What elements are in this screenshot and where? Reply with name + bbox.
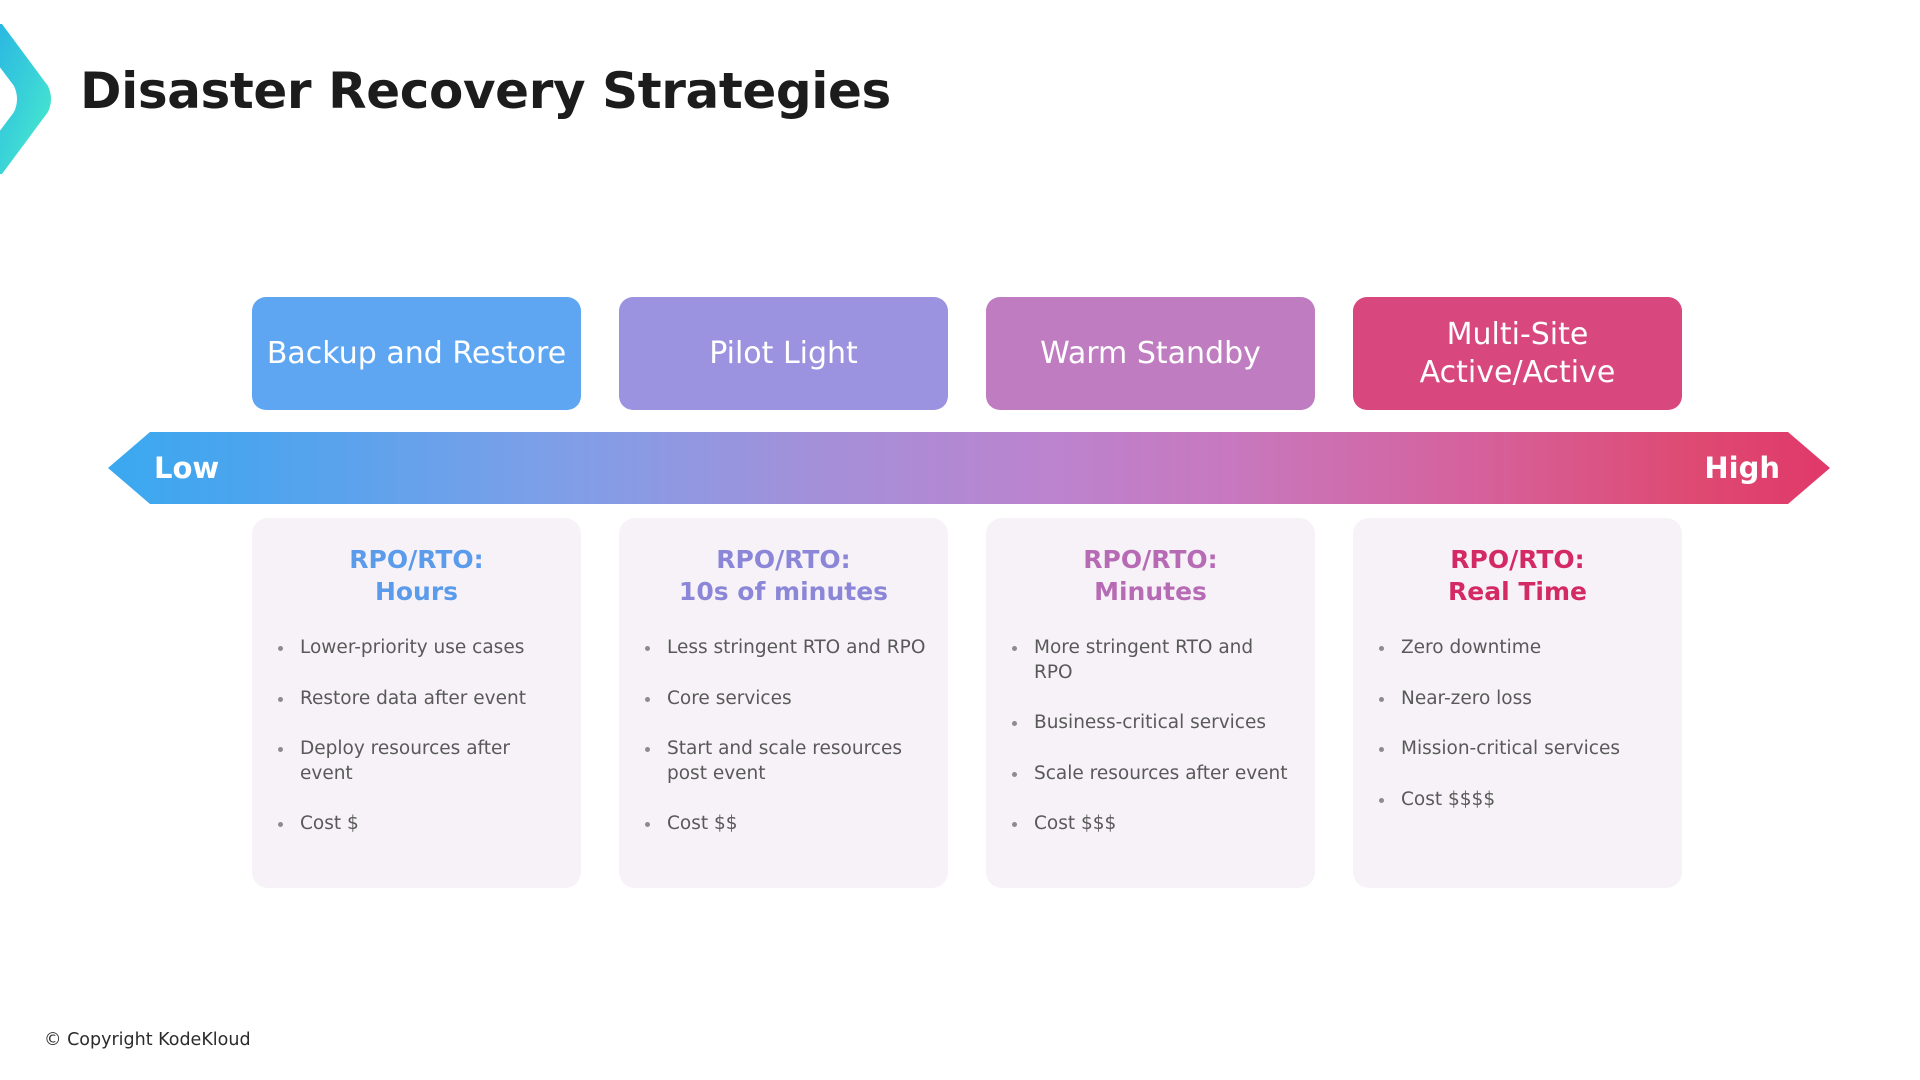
strategy-header-backup-and-restore[interactable]: Backup and Restore bbox=[252, 297, 581, 410]
rpo-rto-value: Minutes bbox=[1094, 577, 1207, 606]
card-title: RPO/RTO: Minutes bbox=[1008, 544, 1293, 608]
rpo-rto-label: RPO/RTO: bbox=[1450, 545, 1585, 574]
bullet-list: Zero downtime Near-zero loss Mission-cri… bbox=[1375, 636, 1660, 812]
bullet-list: Less stringent RTO and RPO Core services… bbox=[641, 636, 926, 837]
list-item: Lower-priority use cases bbox=[274, 636, 559, 661]
page-title: Disaster Recovery Strategies bbox=[80, 62, 891, 120]
card-title: RPO/RTO: 10s of minutes bbox=[641, 544, 926, 608]
list-item: Cost $$$$ bbox=[1375, 788, 1660, 813]
scale-gradient-shape bbox=[108, 432, 1830, 504]
strategy-card-pilot-light: RPO/RTO: 10s of minutes Less stringent R… bbox=[619, 518, 948, 888]
cost-complexity-scale-arrow: Low High bbox=[108, 432, 1830, 504]
scale-label-low: Low bbox=[154, 451, 220, 485]
strategy-name-line1: Pilot Light bbox=[709, 335, 858, 371]
list-item: Near-zero loss bbox=[1375, 687, 1660, 712]
list-item: Core services bbox=[641, 687, 926, 712]
scale-label-high: High bbox=[1704, 451, 1780, 485]
strategy-header-row: Backup and Restore Pilot Light Warm Stan… bbox=[252, 297, 1682, 410]
strategy-name-line1: Multi-Site bbox=[1446, 316, 1589, 352]
rpo-rto-value: Hours bbox=[374, 577, 459, 606]
strategy-name-line1: Warm Standby bbox=[1040, 335, 1261, 371]
strategy-card-multi-site-active-active: RPO/RTO: Real Time Zero downtime Near-ze… bbox=[1353, 518, 1682, 888]
strategy-header-warm-standby[interactable]: Warm Standby bbox=[986, 297, 1315, 410]
strategy-name-line2: Restore bbox=[452, 335, 567, 371]
copyright-footer: © Copyright KodeKloud bbox=[44, 1030, 251, 1050]
strategy-name-line1: Backup and bbox=[266, 335, 443, 371]
list-item: Start and scale resources post event bbox=[641, 737, 926, 786]
strategy-name-line2: Active/Active bbox=[1419, 354, 1616, 390]
list-item: Cost $$$ bbox=[1008, 812, 1293, 837]
strategy-header-multi-site-active-active[interactable]: Multi-Site Active/Active bbox=[1353, 297, 1682, 410]
list-item: Cost $$ bbox=[641, 812, 926, 837]
rpo-rto-label: RPO/RTO: bbox=[1083, 545, 1218, 574]
rpo-rto-label: RPO/RTO: bbox=[716, 545, 851, 574]
rpo-rto-value: 10s of minutes bbox=[678, 577, 889, 606]
list-item: More stringent RTO and RPO bbox=[1008, 636, 1293, 685]
strategy-card-warm-standby: RPO/RTO: Minutes More stringent RTO and … bbox=[986, 518, 1315, 888]
list-item: Restore data after event bbox=[274, 687, 559, 712]
chevron-decoration bbox=[0, 24, 52, 174]
rpo-rto-value: Real Time bbox=[1448, 577, 1587, 606]
list-item: Cost $ bbox=[274, 812, 559, 837]
strategy-card-backup-and-restore: RPO/RTO: Hours Lower-priority use cases … bbox=[252, 518, 581, 888]
list-item: Business-critical services bbox=[1008, 711, 1293, 736]
strategy-header-pilot-light[interactable]: Pilot Light bbox=[619, 297, 948, 410]
bullet-list: Lower-priority use cases Restore data af… bbox=[274, 636, 559, 837]
card-title: RPO/RTO: Real Time bbox=[1375, 544, 1660, 608]
bullet-list: More stringent RTO and RPO Business-crit… bbox=[1008, 636, 1293, 837]
card-title: RPO/RTO: Hours bbox=[274, 544, 559, 608]
rpo-rto-label: RPO/RTO: bbox=[349, 545, 484, 574]
list-item: Deploy resources after event bbox=[274, 737, 559, 786]
list-item: Less stringent RTO and RPO bbox=[641, 636, 926, 661]
list-item: Zero downtime bbox=[1375, 636, 1660, 661]
list-item: Mission-critical services bbox=[1375, 737, 1660, 762]
list-item: Scale resources after event bbox=[1008, 762, 1293, 787]
strategy-detail-row: RPO/RTO: Hours Lower-priority use cases … bbox=[252, 518, 1682, 888]
